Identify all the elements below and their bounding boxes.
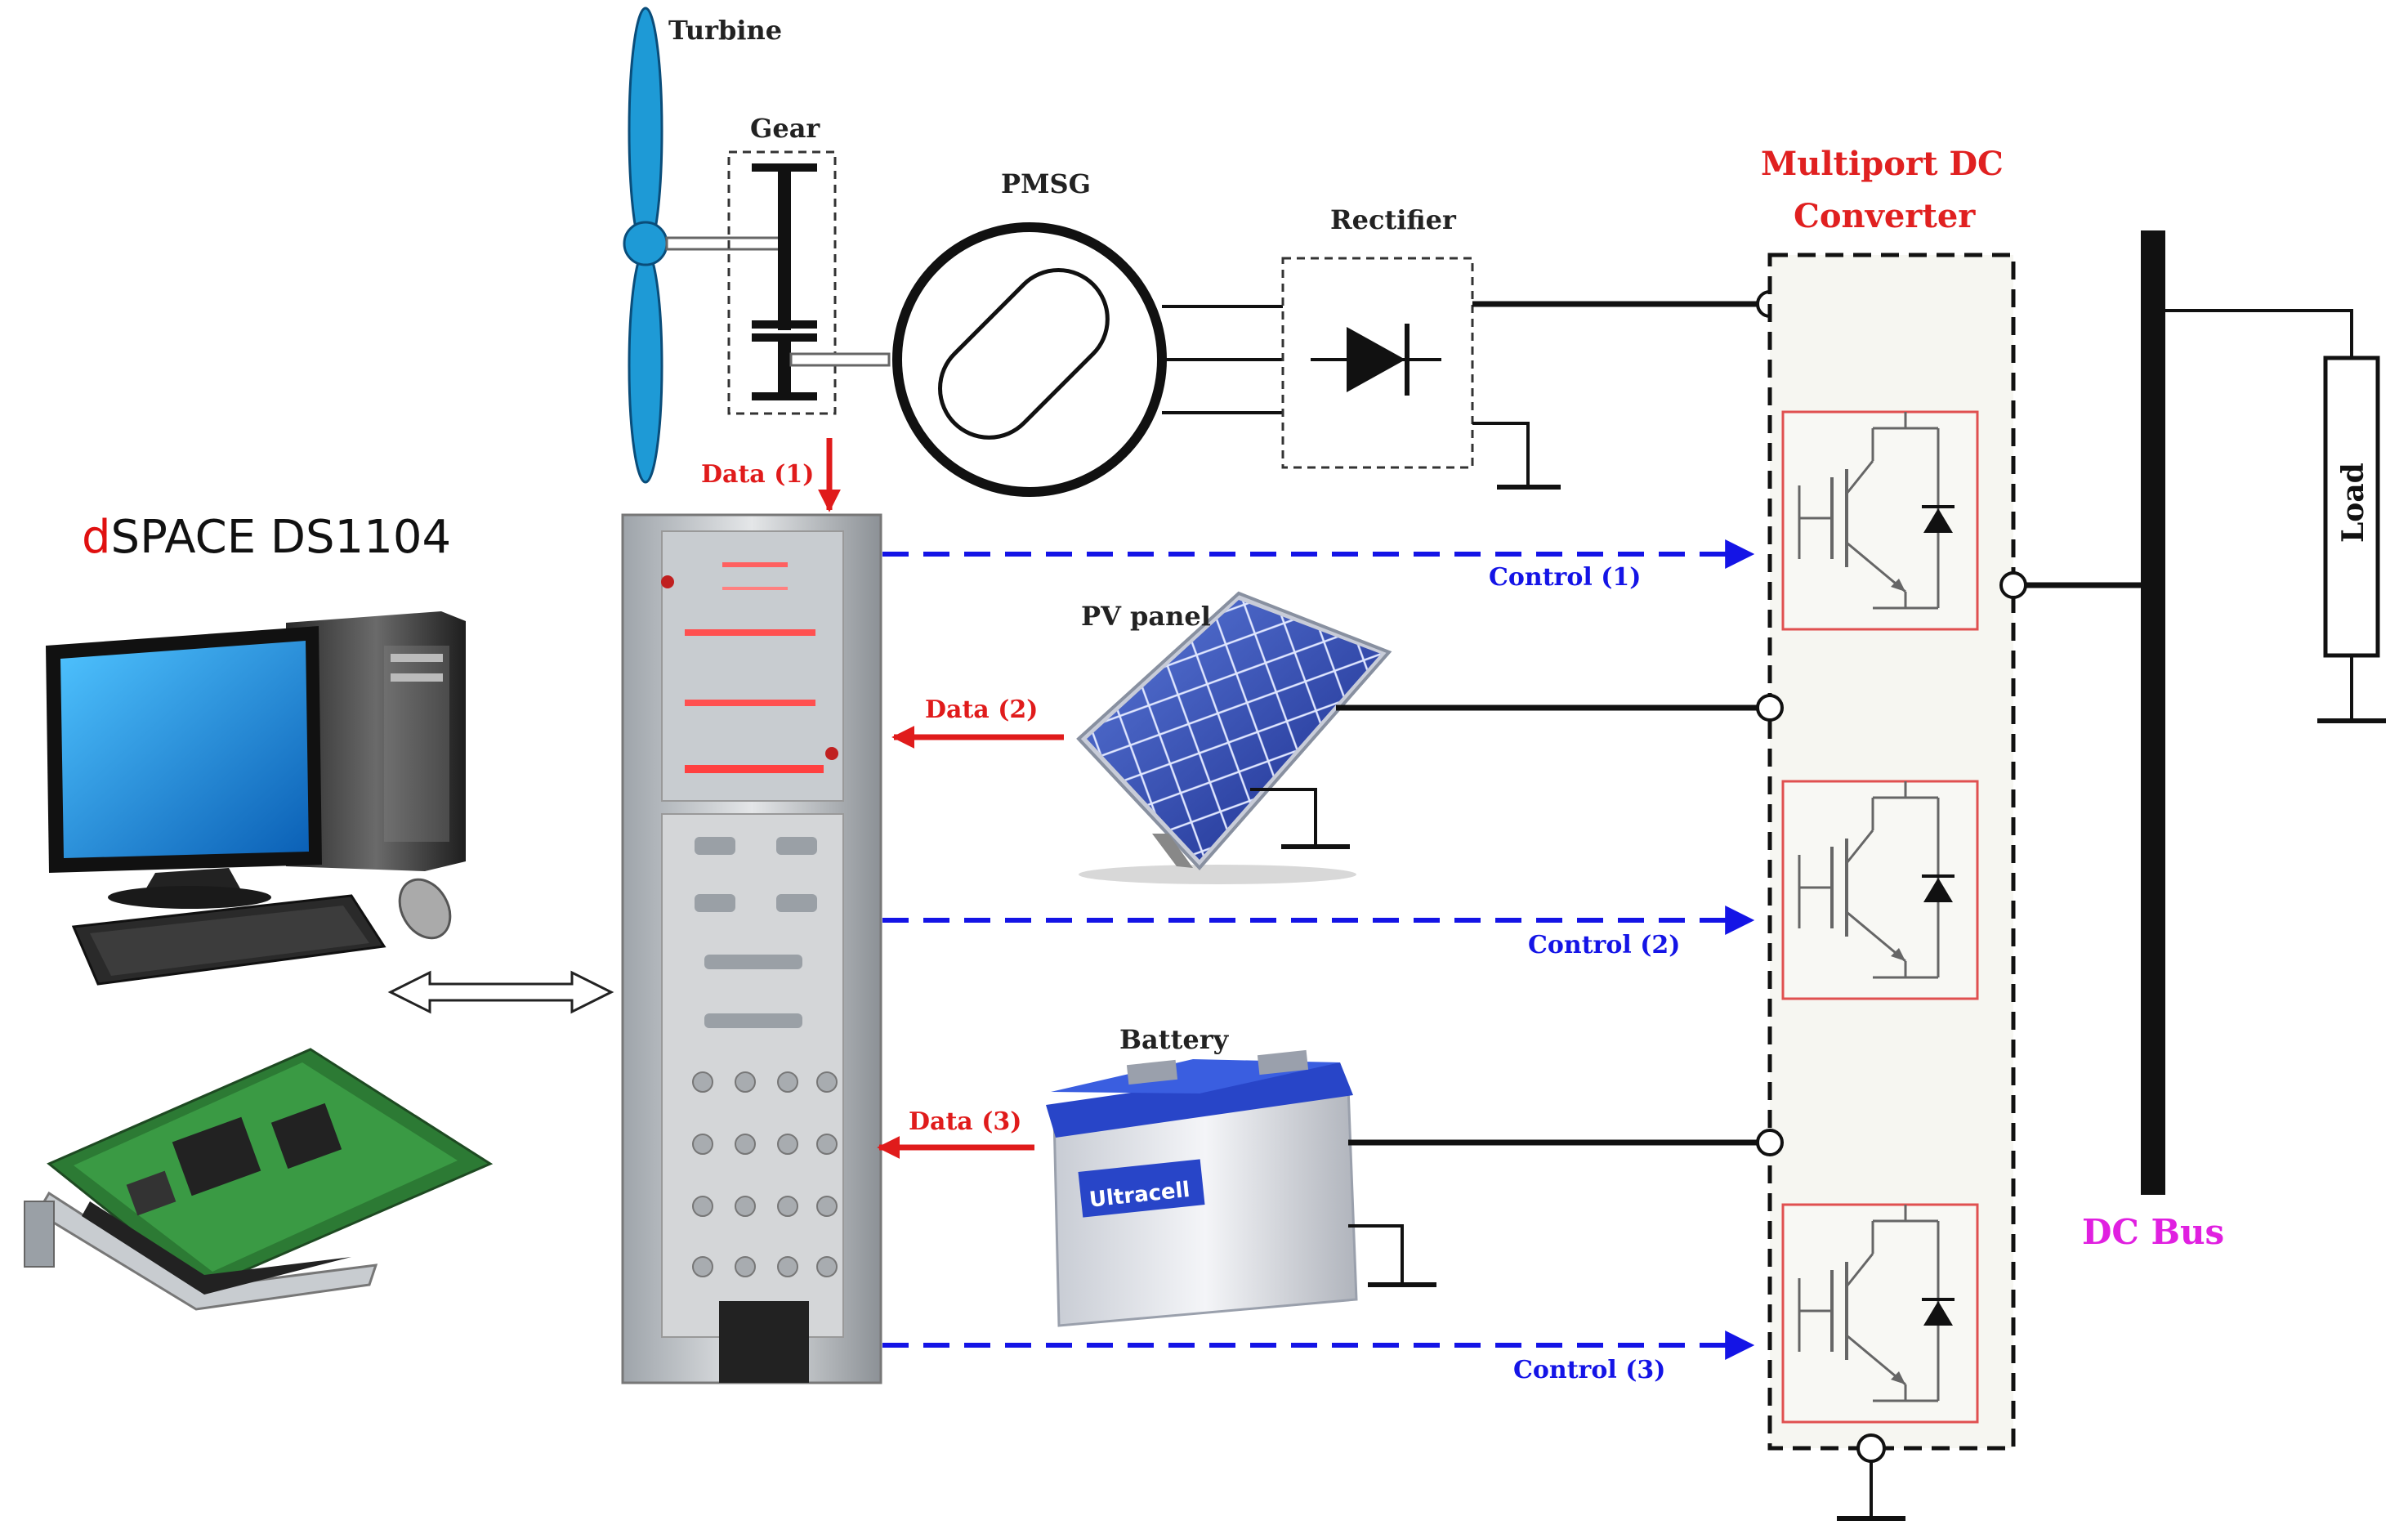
bidirectional-link-arrow	[387, 970, 614, 1014]
converter-output-port	[1999, 571, 2027, 599]
keyboard-icon	[71, 894, 386, 986]
converter-title-line1: Multiport DC	[1761, 145, 2004, 183]
ground-icon	[1348, 1224, 1436, 1287]
dc-bus-bar	[2141, 230, 2165, 1195]
dc-bus-label: DC Bus	[2082, 1212, 2224, 1252]
battery-icon: Ultracell	[1046, 1049, 1358, 1327]
converter-port-2	[1756, 694, 1784, 722]
data-label-1: Data (1)	[701, 460, 814, 489]
control-panel-icon	[621, 513, 882, 1384]
load-circuit	[2165, 309, 2386, 723]
rectifier-label: Rectifier	[1330, 204, 1457, 235]
converter-title-line2: Converter	[1794, 197, 1976, 235]
load-label: Load	[2336, 463, 2370, 543]
dspace-title-prefix: d	[82, 511, 111, 564]
dspace-title: dSPACE DS1104	[82, 511, 451, 564]
control-label-3: Control (3)	[1513, 1356, 1665, 1384]
igbt-icon	[1781, 780, 1979, 1000]
pmsg-generator	[892, 222, 1283, 497]
pmsg-label: PMSG	[1001, 168, 1091, 199]
solar-panel-icon	[1076, 591, 1392, 884]
ground-icon	[1250, 788, 1350, 849]
battery-label: Battery	[1119, 1024, 1230, 1055]
data-label-3: Data (3)	[909, 1107, 1021, 1136]
dspace-title-rest: SPACE DS1104	[111, 511, 452, 564]
data-label-2: Data (2)	[925, 695, 1038, 724]
pci-card-icon	[24, 1048, 494, 1311]
gear-icon	[727, 150, 891, 415]
mouse-icon	[398, 878, 452, 940]
resistor-icon	[2323, 356, 2380, 658]
igbt-icon	[1781, 1203, 1979, 1424]
diode-icon	[1311, 324, 1441, 396]
wind-turbine-icon	[623, 7, 668, 484]
converter-port-3	[1756, 1129, 1784, 1156]
desktop-computer-icon	[46, 611, 466, 909]
turbine-shaft	[665, 236, 783, 251]
pv-panel-label: PV panel	[1081, 601, 1211, 632]
gear-label: Gear	[750, 113, 820, 144]
igbt-icon	[1781, 410, 1979, 631]
ground-icon	[1472, 422, 1561, 490]
ground-icon	[1837, 1433, 1905, 1521]
control-label-1: Control (1)	[1489, 563, 1641, 592]
control-label-2: Control (2)	[1528, 931, 1680, 959]
turbine-label: Turbine	[668, 15, 782, 46]
rectifier-block	[1281, 257, 1474, 469]
